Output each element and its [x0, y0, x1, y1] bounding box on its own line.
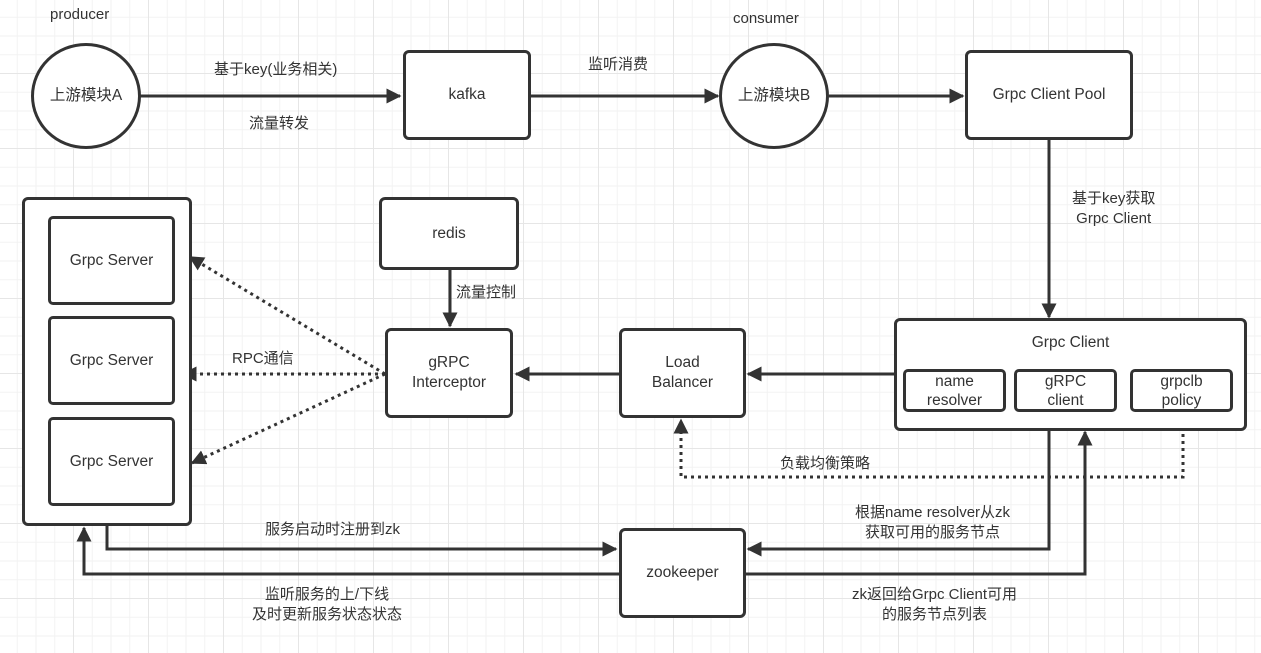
edge-label-get-client-by-key: 基于key获取 Grpc Client: [1072, 190, 1156, 227]
grpc-server-2[interactable]: Grpc Server: [48, 316, 175, 405]
edge-label-traffic-forward: 流量转发: [249, 115, 310, 132]
grpclb-policy-label: grpclb policy: [1160, 372, 1203, 409]
grpc-client-core-label: gRPC client: [1044, 372, 1087, 409]
grpc-server-2-label: Grpc Server: [69, 352, 154, 369]
grpc-client-core-node[interactable]: gRPC client: [1014, 369, 1117, 412]
edge-label-watch-services: 监听服务的上/下线 及时更新服务状态状态: [252, 586, 403, 623]
consumer-label: consumer: [733, 10, 799, 27]
edge-rpc-server-3: [190, 372, 386, 465]
redis-node[interactable]: redis: [379, 197, 519, 270]
load-balancer-node[interactable]: Load Balancer: [619, 328, 746, 418]
grpclb-policy-node[interactable]: grpclb policy: [1130, 369, 1233, 412]
kafka-label: kafka: [448, 86, 486, 103]
upstream-module-b-label: 上游模块B: [737, 87, 811, 104]
edge-label-resolve-from-zk: 根据name resolver从zk 获取可用的服务节点: [855, 504, 1011, 541]
edge-label-rpc-comm: RPC通信: [232, 350, 294, 367]
edge-label-register-zk: 服务启动时注册到zk: [265, 521, 401, 538]
edge-label-listen-consume: 监听消费: [588, 56, 649, 73]
upstream-module-b[interactable]: 上游模块B: [719, 43, 829, 149]
load-balancer-label: Load Balancer: [651, 354, 714, 391]
upstream-module-a-label: 上游模块A: [49, 87, 123, 104]
edge-label-key-business: 基于key(业务相关): [214, 61, 338, 78]
producer-label: producer: [50, 6, 110, 23]
zookeeper-label: zookeeper: [646, 564, 719, 581]
name-resolver-node[interactable]: name resolver: [903, 369, 1006, 412]
grpc-server-3[interactable]: Grpc Server: [48, 417, 175, 506]
zookeeper-node[interactable]: zookeeper: [619, 528, 746, 618]
grpc-server-3-label: Grpc Server: [69, 453, 154, 470]
grpc-client-title: Grpc Client: [1031, 334, 1110, 351]
grpc-server-1[interactable]: Grpc Server: [48, 216, 175, 305]
edge-label-flow-control: 流量控制: [456, 284, 517, 301]
edge-label-lb-policy: 负载均衡策略: [780, 455, 871, 472]
redis-label: redis: [432, 224, 466, 242]
grpc-server-1-label: Grpc Server: [69, 252, 154, 269]
name-resolver-label: name resolver: [926, 372, 983, 409]
grpc-interceptor-label: gRPC Interceptor: [411, 354, 487, 391]
upstream-module-a[interactable]: 上游模块A: [31, 43, 141, 149]
edge-label-zk-return: zk返回给Grpc Client可用 的服务节点列表: [852, 586, 1018, 623]
grpc-client-pool-node[interactable]: Grpc Client Pool: [965, 50, 1133, 140]
kafka-node[interactable]: kafka: [403, 50, 531, 140]
grpc-interceptor-node[interactable]: gRPC Interceptor: [385, 328, 513, 418]
grpc-client-pool-label: Grpc Client Pool: [992, 86, 1106, 103]
